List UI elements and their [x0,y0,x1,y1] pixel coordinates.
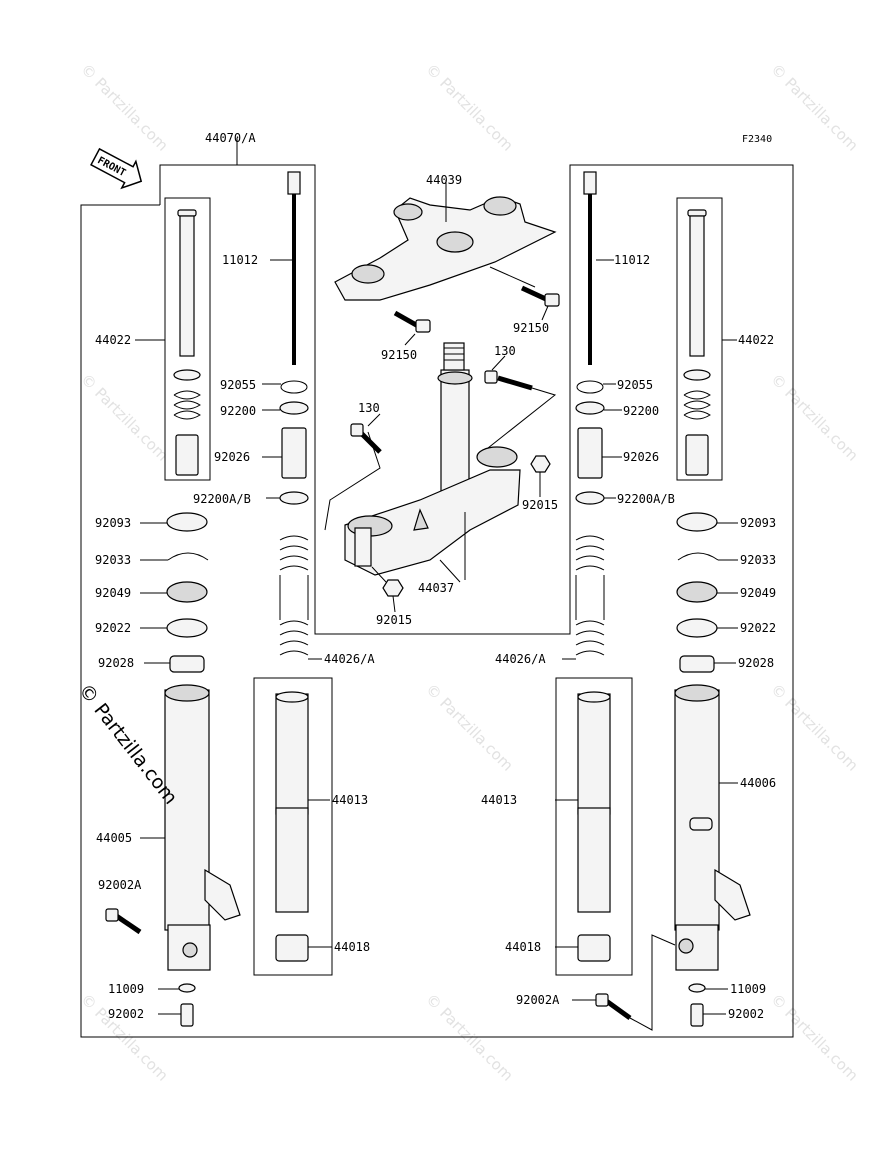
label-44026A-right: 44026/A [495,652,546,666]
label-92022-left: 92022 [95,621,131,635]
label-92002-left: 92002 [108,1007,144,1021]
label-44070A: 44070/A [205,131,256,145]
watermark-1: © Partzilla.com [77,60,172,155]
label-130-lower: 130 [358,401,380,415]
leader-lines [135,259,738,1015]
label-92026-right: 92026 [623,450,659,464]
bolt-92150-left [393,310,431,333]
left-fork-parts [105,171,309,1027]
label-11012-left: 11012 [222,253,258,267]
watermark-6: © Partzilla.com [422,680,517,775]
label-44039: 44039 [426,173,462,187]
bolt-92150-right [520,285,560,307]
label-11009-right: 11009 [730,982,766,996]
label-92022-right: 92022 [740,621,776,635]
label-44005: 44005 [96,831,132,845]
figure-code: F2340 [742,134,772,145]
watermark-7: © Partzilla.com [767,680,862,775]
part-labels: 44070/A 44039 11012 11012 44022 44022 92… [95,131,776,1021]
bolt-130-lower [350,423,382,454]
nut-92015-left [371,566,404,597]
watermark-4: © Partzilla.com [77,370,172,465]
watermark-2: © Partzilla.com [422,60,517,155]
label-44018-right: 44018 [505,940,541,954]
label-44037: 44037 [418,581,454,595]
label-44022-right: 44022 [738,333,774,347]
label-92200AB-right: 92200A/B [617,492,675,506]
label-44013-left: 44013 [332,793,368,807]
label-130-upper: 130 [494,344,516,358]
label-92002A-left: 92002A [98,878,142,892]
label-92033-left: 92033 [95,553,131,567]
label-92028-left: 92028 [98,656,134,670]
assembly-outlines [80,138,794,1038]
right-fork-parts [575,171,751,1031]
label-92033-right: 92033 [740,553,776,567]
label-92150-left: 92150 [381,348,417,362]
label-92002A-right: 92002A [516,993,560,1007]
label-92015-left: 92015 [376,613,412,627]
label-92028-right: 92028 [738,656,774,670]
label-44018-left: 44018 [334,940,370,954]
label-92026-left: 92026 [214,450,250,464]
label-92200-right: 92200 [623,404,659,418]
label-92150-right: 92150 [513,321,549,335]
label-92015-right: 92015 [522,498,558,512]
front-arrow-icon: FRONT [90,147,143,190]
watermark-3: © Partzilla.com [767,60,862,155]
watermark-5: © Partzilla.com [767,370,862,465]
label-11009-left: 11009 [108,982,144,996]
label-11012-right: 11012 [614,253,650,267]
label-92200AB-left: 92200A/B [193,492,251,506]
upper-bracket-44039 [334,180,557,301]
label-92093-left: 92093 [95,516,131,530]
label-92049-left: 92049 [95,586,131,600]
label-44013-right: 44013 [481,793,517,807]
label-92049-right: 92049 [740,586,776,600]
label-44022-left: 44022 [95,333,131,347]
nut-92015-right [530,455,551,473]
label-92093-right: 92093 [740,516,776,530]
label-44026A-left: 44026/A [324,652,375,666]
label-92002-right: 92002 [728,1007,764,1021]
label-92055-left: 92055 [220,378,256,392]
label-92055-right: 92055 [617,378,653,392]
bolt-130-upper [484,370,533,391]
lower-bracket-44037 [344,342,521,583]
label-44006: 44006 [740,776,776,790]
label-92200-left: 92200 [220,404,256,418]
